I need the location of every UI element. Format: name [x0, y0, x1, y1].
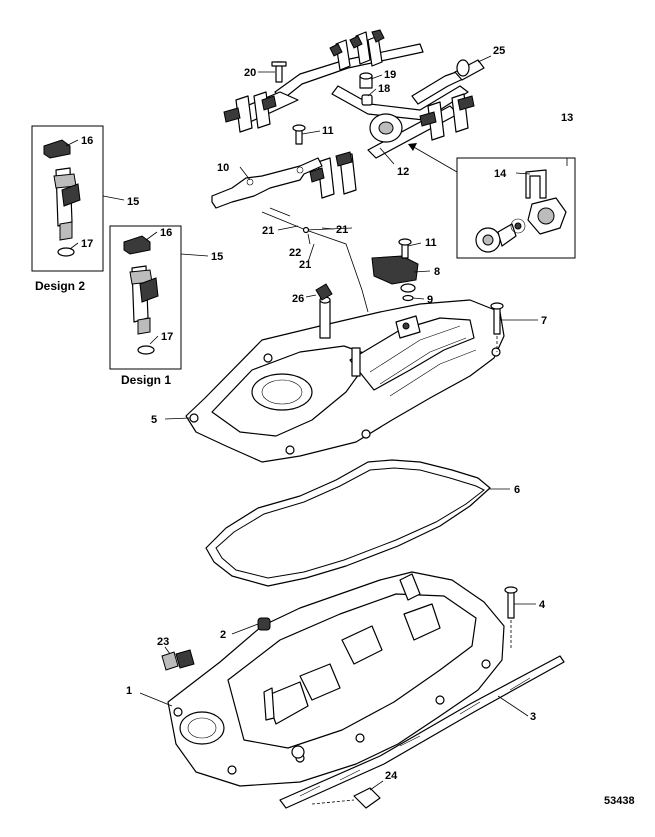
callout-21-bottom: 21: [299, 259, 311, 271]
callout-16-design2: 16: [81, 135, 93, 147]
sensor-leads: [261, 207, 369, 313]
leader-lines: [65, 55, 568, 791]
map-sensor: [371, 255, 419, 293]
callout-13: 13: [561, 112, 573, 124]
callout-4: 4: [539, 599, 546, 611]
callout-17-design1: 17: [161, 331, 173, 343]
callout-25: 25: [493, 45, 505, 57]
callout-6: 6: [514, 484, 520, 496]
callout-12: 12: [397, 166, 409, 178]
callout-19: 19: [384, 69, 396, 81]
caption-design-1: Design 1: [121, 373, 171, 387]
callout-21-left: 21: [262, 225, 274, 237]
rail-injectors: [223, 29, 475, 199]
callout-9: 9: [427, 294, 433, 306]
callout-labels: 1 2 3 4 5 6 7 8 9 10 11 11 12 13 14 15 1…: [81, 45, 573, 782]
callout-24: 24: [385, 770, 398, 782]
callout-1: 1: [126, 685, 132, 697]
callout-7: 7: [541, 315, 547, 327]
lower-intake-manifold: [167, 571, 505, 787]
callout-3: 3: [530, 711, 536, 723]
callout-2: 2: [220, 629, 226, 641]
regulator-detail-box: [456, 157, 576, 259]
caption-design-2: Design 2: [35, 279, 85, 293]
callout-26: 26: [292, 293, 304, 305]
callout-22: 22: [289, 247, 301, 259]
injector-design-2-box: [31, 125, 104, 272]
callout-11-lower: 11: [425, 237, 437, 249]
callout-20: 20: [244, 67, 256, 79]
injector-design-1-box: [109, 225, 182, 370]
callout-15-design2: 15: [127, 196, 139, 208]
fuel-rail-assembly: [211, 29, 485, 209]
manifold-gasket: [205, 459, 491, 587]
callout-10: 10: [217, 162, 229, 174]
callout-17-design2: 17: [81, 238, 93, 250]
fittings-23: [161, 649, 195, 671]
callout-8: 8: [434, 266, 440, 278]
callout-15-design1: 15: [211, 251, 223, 263]
callout-23: 23: [157, 636, 169, 648]
callout-18: 18: [378, 83, 390, 95]
callout-16-design1: 16: [160, 227, 172, 239]
callout-14: 14: [494, 168, 507, 180]
figure-number: 53438: [604, 795, 635, 807]
callout-5: 5: [151, 414, 157, 426]
upper-intake-manifold: [185, 296, 505, 463]
callout-21-right: 21: [336, 224, 348, 236]
callout-11-upper: 11: [322, 125, 334, 137]
